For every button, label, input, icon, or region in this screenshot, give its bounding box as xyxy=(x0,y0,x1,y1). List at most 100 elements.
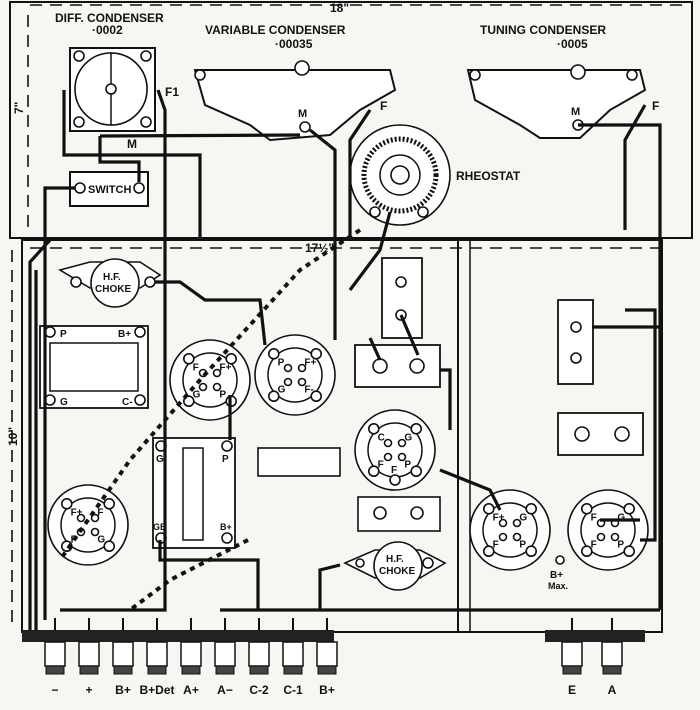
valve-pin-label: G xyxy=(193,389,201,400)
diff-condenser-m: M xyxy=(127,137,137,151)
terminal-right: E xyxy=(561,618,583,697)
valve-pin-label: F+ xyxy=(493,513,505,524)
valve-pin-label: G xyxy=(97,534,105,545)
switch: SWITCH xyxy=(69,171,149,207)
valve-pin-label: P xyxy=(404,459,411,470)
valve-holder: FF+GP xyxy=(47,484,129,566)
clip-holder-2 xyxy=(557,299,594,385)
terminal-label: C-1 xyxy=(283,683,303,697)
valve-pin-label: F xyxy=(391,465,397,476)
hf-choke-1: H.F. CHOKE xyxy=(57,258,162,308)
valve-pin-label: F xyxy=(591,539,597,550)
bplus-max-terminal xyxy=(555,555,565,565)
terminal-label: A− xyxy=(217,683,233,697)
dim-10-label: 10" xyxy=(6,427,20,446)
terminal-left: B+ xyxy=(316,618,338,697)
valve-holder: G F+ P F xyxy=(469,489,551,571)
transformer-2: G P GB B+ xyxy=(152,437,236,549)
valve-pin-label: F- xyxy=(304,384,313,395)
valve-pin-label: C xyxy=(378,433,385,444)
valve-pin-label: G xyxy=(278,384,286,395)
valve-pin-label: G xyxy=(519,513,527,524)
terminal-strip-left xyxy=(22,630,334,642)
transformer-1-bplus: B+ xyxy=(118,329,131,340)
valve-holder: F+ F P G xyxy=(169,339,251,421)
valve-pin-label: P xyxy=(219,389,226,400)
bplus-max-label: B+ xyxy=(550,570,563,581)
terminal-label: A+ xyxy=(183,683,199,697)
diff-condenser-f1: F1 xyxy=(165,85,179,99)
rheostat: RHEOSTAT xyxy=(349,124,521,226)
valve-pin-label: F xyxy=(193,363,199,374)
transformer-1-cminus: C- xyxy=(122,397,133,408)
terminal-left: B+ xyxy=(112,618,134,697)
tuning-condenser-value: ·0005 xyxy=(557,37,588,51)
switch-label: SWITCH xyxy=(88,184,131,196)
valve-pin-label: F xyxy=(493,539,499,550)
terminal-label: A xyxy=(608,683,617,697)
terminal-left: B+Det xyxy=(139,618,175,697)
clip-holder-1 xyxy=(381,257,423,339)
terminal-left: A− xyxy=(214,618,236,697)
valve-pin-label: G xyxy=(404,433,412,444)
dotted-lead-1 xyxy=(58,228,362,562)
tuning-condenser-m: M xyxy=(571,106,580,118)
valve-pin-label: P xyxy=(278,358,285,369)
dim-17-5-label: 17½" xyxy=(305,241,334,255)
tuning-condenser-title: TUNING CONDENSER xyxy=(480,23,606,37)
resistor-holder-1 xyxy=(257,447,341,477)
transformer-1-g: G xyxy=(60,397,68,408)
rheostat-label: RHEOSTAT xyxy=(456,169,521,183)
terminal-label: B+ xyxy=(115,683,131,697)
hf-choke-1-line2: CHOKE xyxy=(95,284,131,295)
transformer-1: P B+ G C- xyxy=(39,325,149,409)
terminal-label: + xyxy=(85,683,92,697)
tuning-condenser: TUNING CONDENSER ·0005 M F xyxy=(466,23,659,139)
variable-condenser-title: VARIABLE CONDENSER xyxy=(205,23,346,37)
jack-board-2 xyxy=(557,412,644,456)
jack-board-1 xyxy=(354,344,441,388)
valve-pin-label: P xyxy=(617,539,624,550)
terminal-strip-right xyxy=(545,630,645,642)
terminal-label: E xyxy=(568,683,576,697)
variable-condenser-f: F xyxy=(380,99,387,113)
variable-condenser-value: ·00035 xyxy=(275,37,313,51)
transformer-2-p: P xyxy=(222,454,229,465)
hf-choke-1-line1: H.F. xyxy=(103,272,121,283)
hf-choke-2-line1: H.F. xyxy=(386,554,404,565)
tuning-condenser-f: F xyxy=(652,99,659,113)
resistor-holder-2 xyxy=(357,496,441,532)
terminal-label: B+Det xyxy=(139,683,174,697)
valve-pin-label: F+ xyxy=(219,363,231,374)
diff-condenser: DIFF. CONDENSER ·0002 F1 M xyxy=(55,11,179,151)
transformer-2-gb: GB xyxy=(153,522,167,532)
diff-condenser-title: DIFF. CONDENSER xyxy=(55,11,164,25)
transformer-2-bplus: B+ xyxy=(220,522,232,532)
variable-condenser-m: M xyxy=(298,108,307,120)
terminal-left: + xyxy=(78,618,100,697)
hf-choke-2-line2: CHOKE xyxy=(379,566,415,577)
valve-pin-label: G xyxy=(617,513,625,524)
terminal-left: C-1 xyxy=(282,618,304,697)
valve-holder: F+ P F- G xyxy=(254,334,336,416)
transformer-1-p: P xyxy=(60,329,67,340)
transformer-2-g: G xyxy=(156,454,164,465)
dim-7-label: 7" xyxy=(12,102,26,114)
dim-18-label: 18" xyxy=(330,1,349,15)
valve-pin-label: F+ xyxy=(304,358,316,369)
wiring xyxy=(28,89,662,632)
terminal-left: C-2 xyxy=(248,618,270,697)
terminal-left: A+ xyxy=(180,618,202,697)
terminal-label: − xyxy=(51,683,58,697)
variable-condenser: VARIABLE CONDENSER ·00035 M F xyxy=(193,23,397,142)
valve-pin-label: P xyxy=(519,539,526,550)
terminal-left: − xyxy=(44,618,66,697)
terminal-right: A xyxy=(601,618,623,697)
valve-pin-label: F xyxy=(378,459,384,470)
valve-pin-label: F+ xyxy=(71,508,83,519)
valve-pin-label: F xyxy=(97,508,103,519)
bplus-max-sub: Max. xyxy=(548,581,568,591)
